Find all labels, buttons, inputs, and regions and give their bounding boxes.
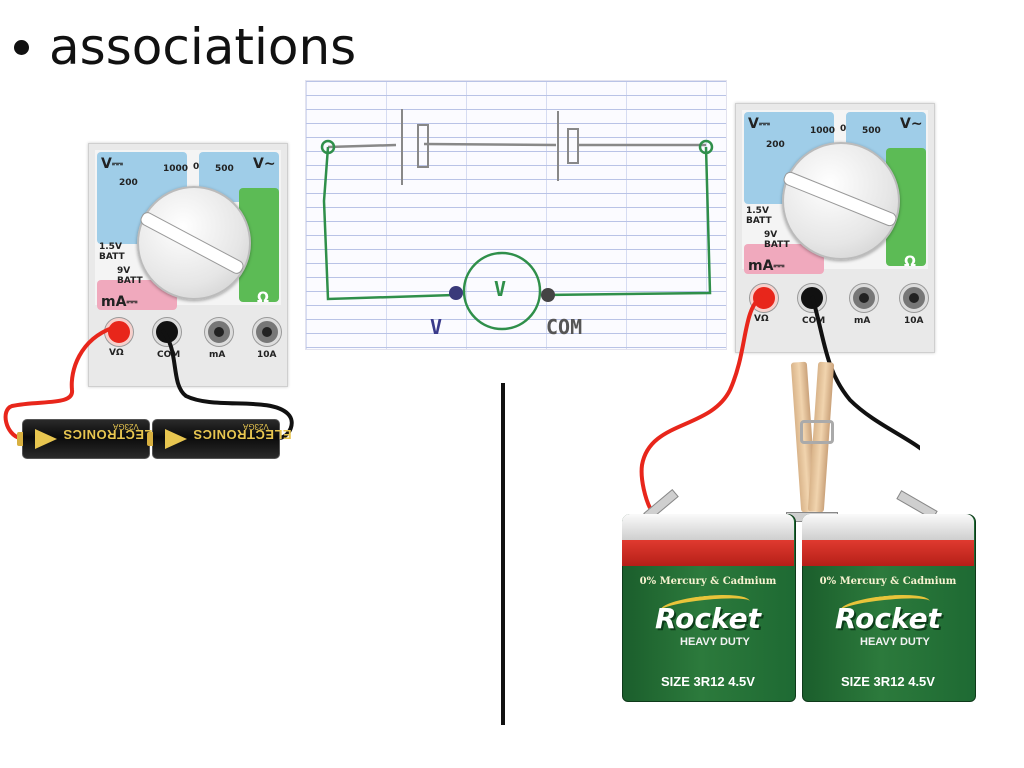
circuit-sketch: V V COM xyxy=(305,80,727,350)
jack-ma-label: mA xyxy=(854,316,871,326)
range-1000-label: 1000 xyxy=(810,126,836,136)
jack-10a[interactable] xyxy=(253,318,281,346)
clothespin-spring xyxy=(800,420,834,444)
range-500-label: 500 xyxy=(215,164,234,174)
battery-test-label: 1.5V BATT xyxy=(99,242,125,262)
battery-top-cap xyxy=(622,514,794,541)
jack-10a-label: 10A xyxy=(257,350,277,360)
battery-brand: Rocket xyxy=(835,602,941,635)
multimeter-left: V⎓ V∼ 1000 500 200 0 1.5V BATT 9V BATT m… xyxy=(88,143,288,387)
battery-size: SIZE 3R12 4.5V xyxy=(841,674,935,689)
battery-logo-icon xyxy=(35,429,57,449)
left-wires xyxy=(3,326,294,440)
multimeter-right: V⎓ V∼ 1000 500 200 0 1.5V BATT 9V BATT m… xyxy=(735,103,935,353)
sketch-label-v: V xyxy=(430,315,443,339)
ohm-label: Ω xyxy=(904,254,916,270)
batt-9v-label: 9V BATT xyxy=(117,266,143,286)
divider-line xyxy=(501,383,505,725)
voltmeter-symbol: V xyxy=(494,277,507,301)
flat-battery-1: 0% Mercury & Cadmium Rocket HEAVY DUTY S… xyxy=(622,514,796,702)
range-200-label: 200 xyxy=(119,178,138,188)
battery-brand: Rocket xyxy=(655,602,761,635)
battery-top-cap xyxy=(802,514,974,541)
battery-logo-icon xyxy=(165,429,187,449)
jack-vohm-label: VΩ xyxy=(109,348,124,358)
jack-10a[interactable] xyxy=(900,284,928,312)
jack-vohm[interactable] xyxy=(105,318,133,346)
jack-com-label: COM xyxy=(802,316,826,326)
small-battery-2: ELECTRONICS V23GA xyxy=(147,419,292,459)
jack-ma[interactable] xyxy=(205,318,233,346)
slide-title: associations xyxy=(14,18,356,76)
range-zero-label: 0 xyxy=(840,124,847,134)
batt-9v-label: 9V BATT xyxy=(764,230,790,250)
jack-vohm-label: VΩ xyxy=(754,314,769,324)
range-500-label: 500 xyxy=(862,126,881,136)
battery-subtitle: HEAVY DUTY xyxy=(680,636,750,648)
battery-red-band xyxy=(622,540,794,566)
range-200-label: 200 xyxy=(766,140,785,150)
ma-dc-label: mA⎓ xyxy=(101,294,138,310)
circuit-drawing xyxy=(320,109,714,331)
ma-dc-label: mA⎓ xyxy=(748,258,785,274)
jack-com-label: COM xyxy=(157,350,181,360)
slide-title-text: associations xyxy=(49,18,357,76)
right-wires xyxy=(639,294,920,509)
range-1000-label: 1000 xyxy=(163,164,189,174)
bullet-icon xyxy=(14,39,29,55)
ohm-label: Ω xyxy=(257,290,269,306)
battery-model: V23GA xyxy=(243,422,269,431)
range-zero-label: 0 xyxy=(193,162,200,172)
small-battery-1: ELECTRONICS V23GA xyxy=(17,419,162,459)
dc-volts-label: V⎓ xyxy=(101,156,124,172)
battery-terminal xyxy=(17,432,23,446)
jack-ma[interactable] xyxy=(850,284,878,312)
sketch-label-com: COM xyxy=(546,315,583,339)
battery-terminal xyxy=(147,432,153,446)
battery-mercury-text: 0% Mercury & Cadmium xyxy=(819,576,957,587)
jack-10a-label: 10A xyxy=(904,316,924,326)
jack-com[interactable] xyxy=(153,318,181,346)
battery-subtitle: HEAVY DUTY xyxy=(860,636,930,648)
dc-volts-label: V⎓ xyxy=(748,116,771,132)
battery-mercury-text: 0% Mercury & Cadmium xyxy=(639,576,777,587)
ac-volts-label: V∼ xyxy=(900,116,923,132)
battery-size: SIZE 3R12 4.5V xyxy=(661,674,755,689)
battery-model: V23GA xyxy=(113,422,139,431)
jack-ma-label: mA xyxy=(209,350,226,360)
ac-volts-label: V∼ xyxy=(253,156,276,172)
battery-red-band xyxy=(802,540,974,566)
battery-test-label: 1.5V BATT xyxy=(746,206,772,226)
flat-battery-2: 0% Mercury & Cadmium Rocket HEAVY DUTY S… xyxy=(802,514,976,702)
